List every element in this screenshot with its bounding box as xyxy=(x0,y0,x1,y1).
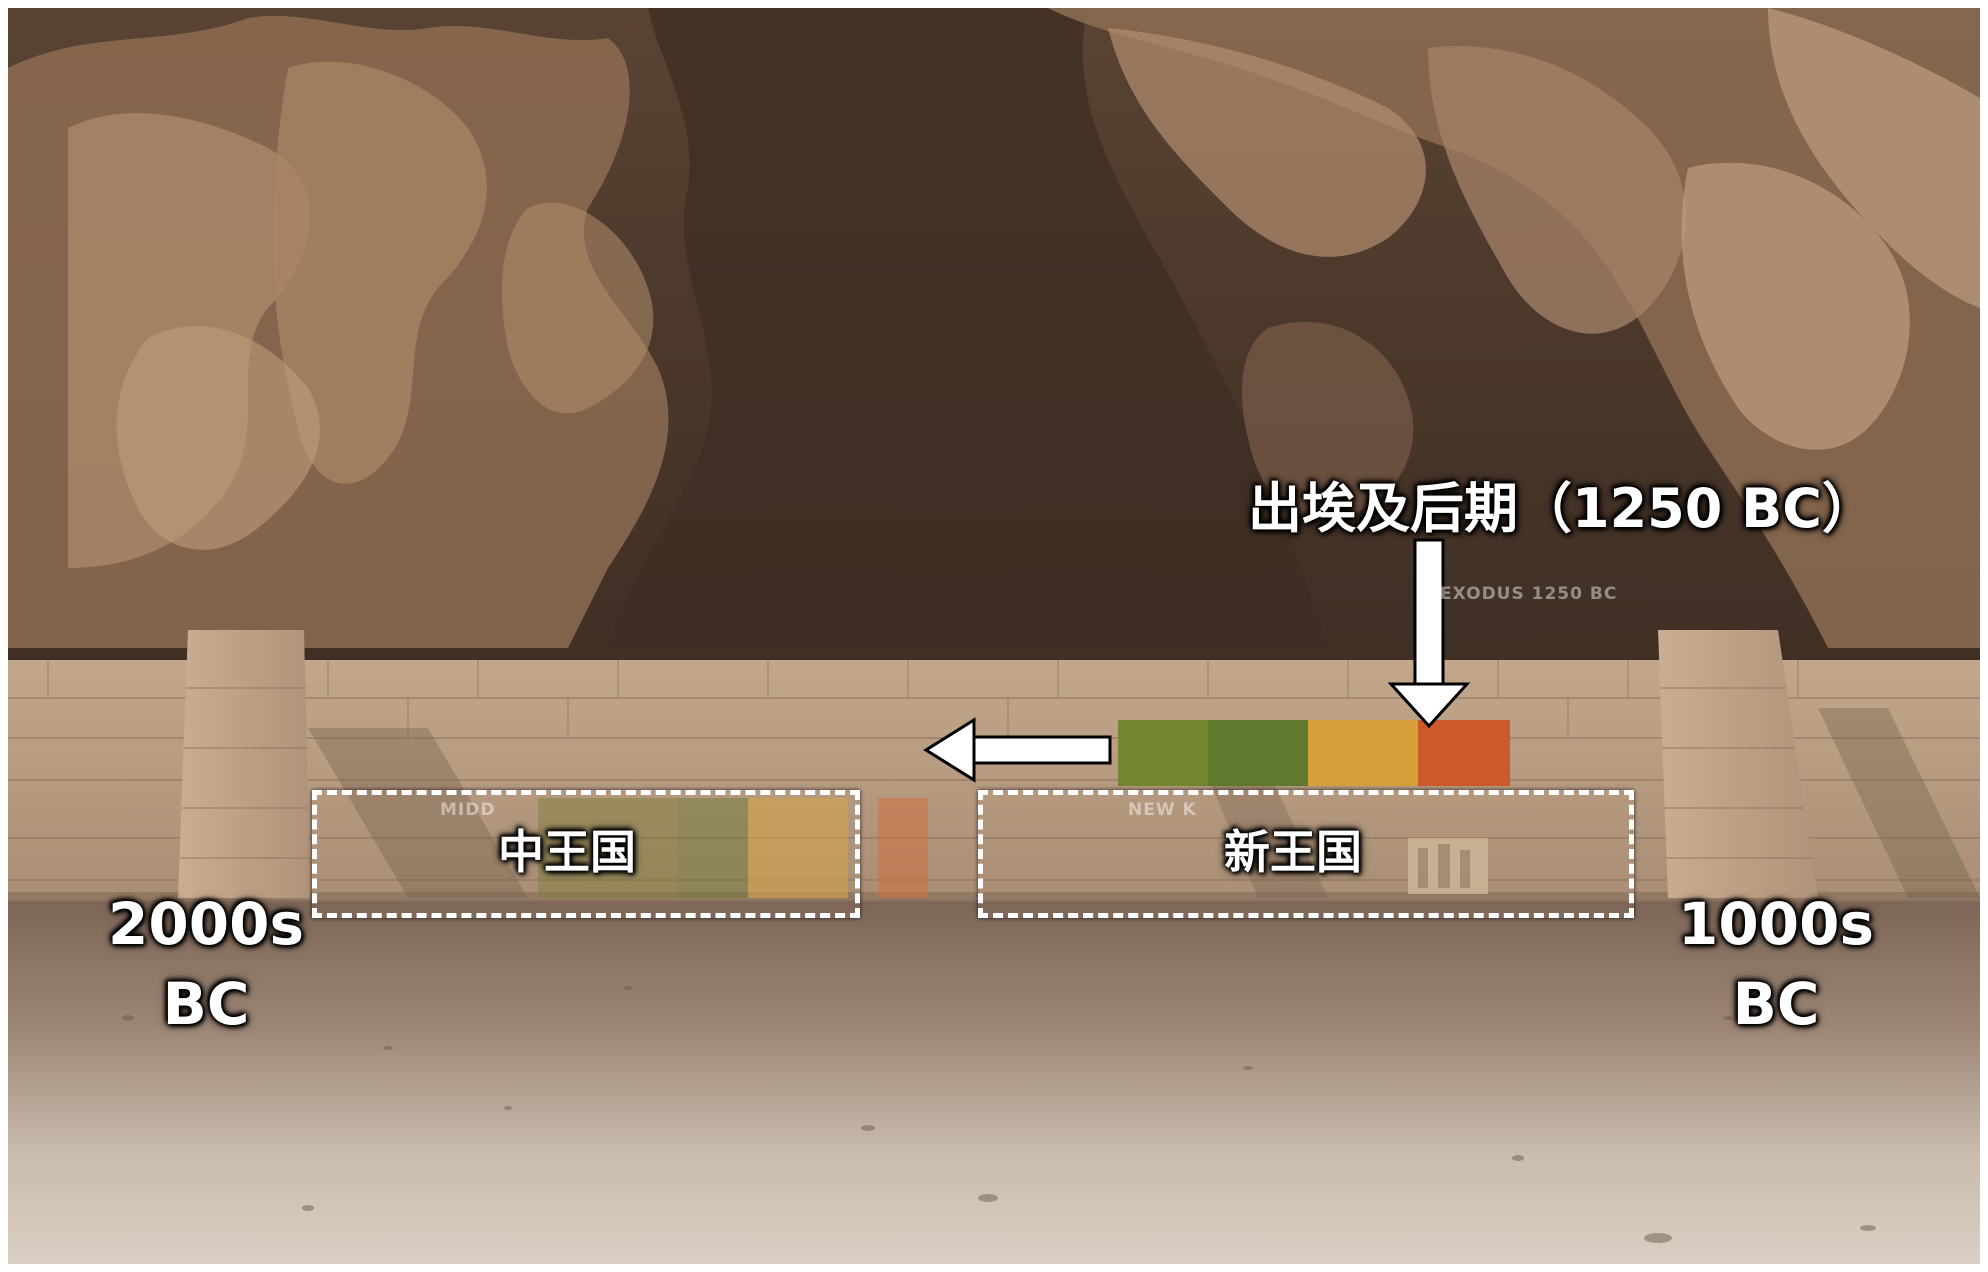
wall-inscription-new: NEW K xyxy=(1128,800,1197,820)
down-arrow xyxy=(1387,538,1471,729)
left-arrow xyxy=(923,717,1112,783)
band-orange xyxy=(1418,720,1510,786)
photo-scene: EXODUS 1250 BC MIDD NEW K 中王国 新王国 出埃及后期（… xyxy=(8,8,1980,1264)
desert-ground xyxy=(8,898,1980,1264)
right-date-line1: 1000s xyxy=(1678,890,1874,958)
left-date-line2: BC xyxy=(162,970,250,1038)
middle-kingdom-label: 中王国 xyxy=(498,825,636,879)
wall-inscription-exodus: EXODUS 1250 BC xyxy=(1440,584,1618,604)
band-yellow xyxy=(1308,720,1418,786)
band-green-dark xyxy=(1118,720,1208,786)
left-date-label: 2000s BC xyxy=(98,884,314,1044)
new-kingdom-box xyxy=(978,790,1634,918)
exodus-label: 出埃及后期（1250 BC） xyxy=(1248,477,1876,540)
right-date-line2: BC xyxy=(1732,970,1820,1038)
new-kingdom-label: 新王国 xyxy=(1224,825,1362,879)
wall-inscription-middle: MIDD xyxy=(440,800,496,820)
band-green xyxy=(1208,720,1308,786)
left-date-line1: 2000s xyxy=(108,890,304,958)
landscape-illustration xyxy=(8,8,1980,1264)
left-pylon xyxy=(178,630,310,898)
right-date-label: 1000s BC xyxy=(1668,884,1884,1044)
middle-kingdom-box xyxy=(312,790,860,918)
right-pylon xyxy=(1658,630,1818,898)
